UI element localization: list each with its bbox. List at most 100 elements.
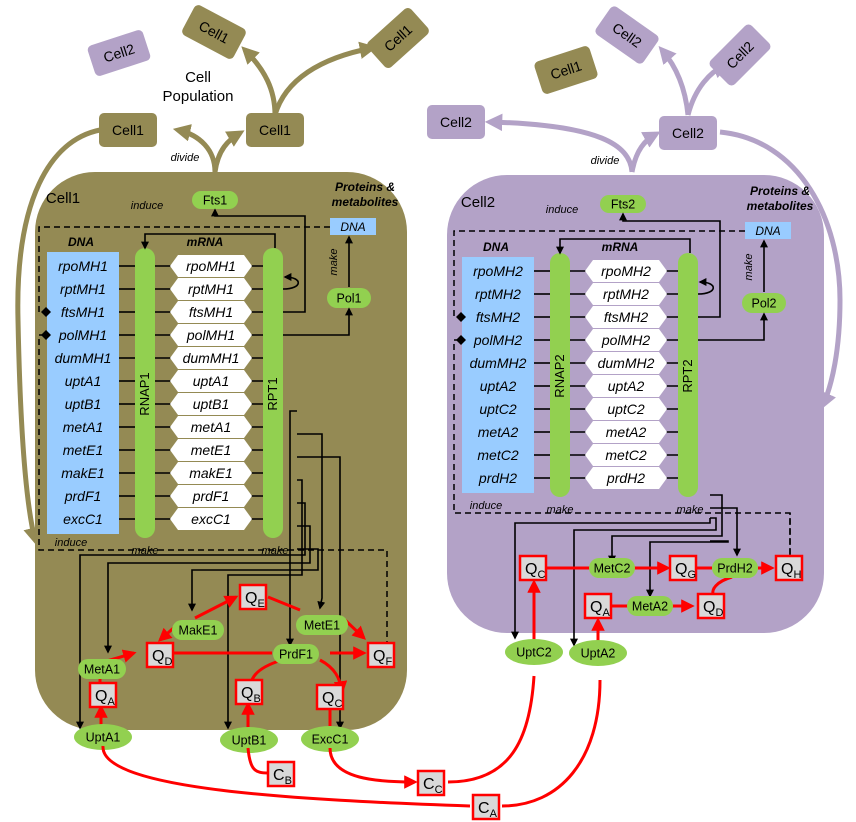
mrna-label: dumMH1 [183, 350, 240, 366]
proteins-label-line1: Proteins & [335, 180, 395, 194]
metC2-enzyme-shape [589, 558, 635, 578]
cell1-node-top-right: Cell1 [367, 8, 429, 68]
mrna-shape [585, 444, 667, 466]
cell1-node-center-label: Cell1 [259, 122, 291, 138]
uptB1-transporter-shape [220, 727, 278, 753]
cell2-stray-node: Cell2 [87, 30, 151, 76]
q-E: QE [238, 583, 268, 611]
mrna-shape [170, 462, 252, 484]
q-F-box [366, 641, 396, 669]
proteins-label-line1: Proteins & [750, 184, 810, 198]
q-A-label: QA [95, 688, 115, 708]
gene-label: dumMH2 [470, 355, 527, 371]
makE1-enzyme-label: MakE1 [179, 624, 218, 638]
mrna-label: uptA2 [608, 378, 645, 394]
pol-protein-label: Pol2 [751, 297, 776, 311]
rpt-bar [678, 253, 698, 497]
enzyme-make-arrow [511, 518, 711, 640]
gene-label: uptB1 [65, 396, 102, 412]
q-D-box [696, 592, 726, 620]
uptB1-transporter: UptB1 [220, 727, 278, 753]
uptC2-transporter-shape [505, 639, 563, 665]
c-A-external-label: CA [478, 800, 498, 820]
uptA1-transporter: UptA1 [74, 724, 132, 750]
mrna-shape [585, 421, 667, 443]
q-C: QC [315, 683, 345, 711]
make-dna-label: make [743, 254, 755, 281]
mrna-label: rpoMH2 [601, 263, 651, 279]
pol-protein-shape [327, 288, 371, 308]
dna-header: DNA [483, 240, 509, 254]
dna-tag-label: DNA [340, 220, 365, 234]
q-A: QA [583, 592, 613, 620]
gene-label: metC2 [477, 447, 518, 463]
cell1-node-top-left-box [182, 5, 246, 59]
q-B-label: QB [241, 685, 261, 705]
rpt-bar [263, 248, 283, 538]
c-B-external-label: CB [273, 767, 292, 787]
q-G: QG [668, 554, 698, 582]
prdF1-enzyme-label: PrdF1 [279, 648, 313, 662]
cell1-node-left-label: Cell1 [112, 122, 144, 138]
rpt-self-loop-icon [282, 273, 300, 290]
uptA1-transporter-label: UptA1 [86, 731, 121, 745]
gene-label: polMH2 [473, 332, 522, 348]
metA2-enzyme-shape [627, 596, 673, 616]
divide-label-cell1: divide [171, 152, 200, 164]
cell1-node-left-box [99, 113, 157, 147]
induce-dashed-top [38, 226, 330, 313]
rnap-bar [550, 253, 570, 497]
enzyme-make-arrow [646, 540, 729, 598]
q-C-box [518, 554, 548, 582]
mrna-shape [585, 283, 667, 305]
enzyme-make-arrow [188, 548, 319, 612]
cell2-node-left-label: Cell2 [440, 114, 472, 130]
gene-label: uptC2 [479, 401, 517, 417]
fts-protein: Fts2 [600, 195, 646, 213]
mrna-label: metE1 [191, 442, 231, 458]
mrna-label: ftsMH2 [604, 309, 649, 325]
c-B-external-box [266, 760, 296, 788]
gene-label: makE1 [61, 465, 105, 481]
q-D: QD [145, 641, 175, 669]
rpt-label: RPT1 [265, 377, 280, 410]
q-A-box [88, 681, 118, 709]
inhibit-diamond-icon [456, 312, 466, 322]
mrna-label: metA2 [606, 424, 647, 440]
mrna-label: uptA1 [193, 373, 230, 389]
q-C: QC [518, 554, 548, 582]
mrna-header: mRNA [187, 235, 224, 249]
gene-label: rptMH1 [60, 281, 106, 297]
prdH2-enzyme-label: PrdH2 [717, 562, 752, 576]
population-label-line2: Population [163, 88, 234, 105]
fts-protein-label: Fts1 [203, 194, 227, 208]
gene-label: uptA1 [65, 373, 102, 389]
enzyme-make-arrow [608, 494, 723, 564]
mrna-shape [585, 306, 667, 328]
mrna-label: prdH2 [606, 470, 645, 486]
c-A-external-box [471, 793, 501, 821]
mrna-label: uptC2 [607, 401, 645, 417]
mrna-shape [585, 352, 667, 374]
mrna-shape [170, 301, 252, 323]
makE1-enzyme-shape [172, 620, 224, 640]
q-B: QB [234, 678, 264, 706]
make-dna-label: make [328, 249, 340, 276]
mrna-shape [170, 278, 252, 300]
q-C-label: QC [525, 561, 545, 581]
inhibit-diamond-icon [41, 330, 51, 340]
gene-label: excC1 [63, 511, 103, 527]
excC1-transporter: ExcC1 [301, 726, 359, 752]
pol-protein: Pol1 [327, 288, 371, 308]
mrna-shape [170, 485, 252, 507]
mrna-shape [585, 398, 667, 420]
mrna-shape [170, 508, 252, 530]
cell2-node-left: Cell2 [427, 105, 485, 139]
cell2-node-center-label: Cell2 [672, 125, 704, 141]
induce-label-top: induce [131, 200, 163, 212]
